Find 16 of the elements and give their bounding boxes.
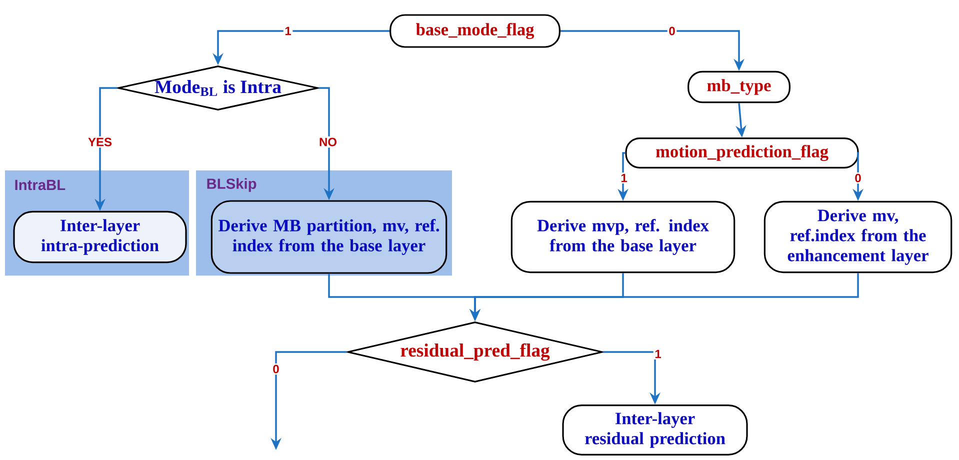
process-box: Inter-layer intra-prediction: [13, 210, 187, 264]
edge-label: 1: [653, 348, 663, 360]
process-box: Derive mv, ref.index from the enhancement layer: [764, 200, 952, 274]
process-box: Inter-layer residual prediction: [562, 404, 748, 456]
edge-label: 1: [619, 172, 629, 184]
edge-label: 0: [667, 25, 677, 37]
edge-label: YES: [86, 136, 114, 148]
edge-label: 0: [853, 172, 863, 184]
edge-label: 1: [283, 26, 293, 36]
process-box: Derive MB partition, mv, ref. index from the base layer: [210, 200, 448, 274]
edge-label: NO: [318, 136, 338, 148]
process-box: mb_type: [688, 70, 790, 104]
edge-label: 0: [271, 363, 281, 375]
process-box: base_mode_flag: [390, 14, 560, 48]
process-box: motion_prediction_flag: [625, 138, 859, 168]
process-box: Derive mvp, ref. index from the base layer: [510, 200, 736, 274]
